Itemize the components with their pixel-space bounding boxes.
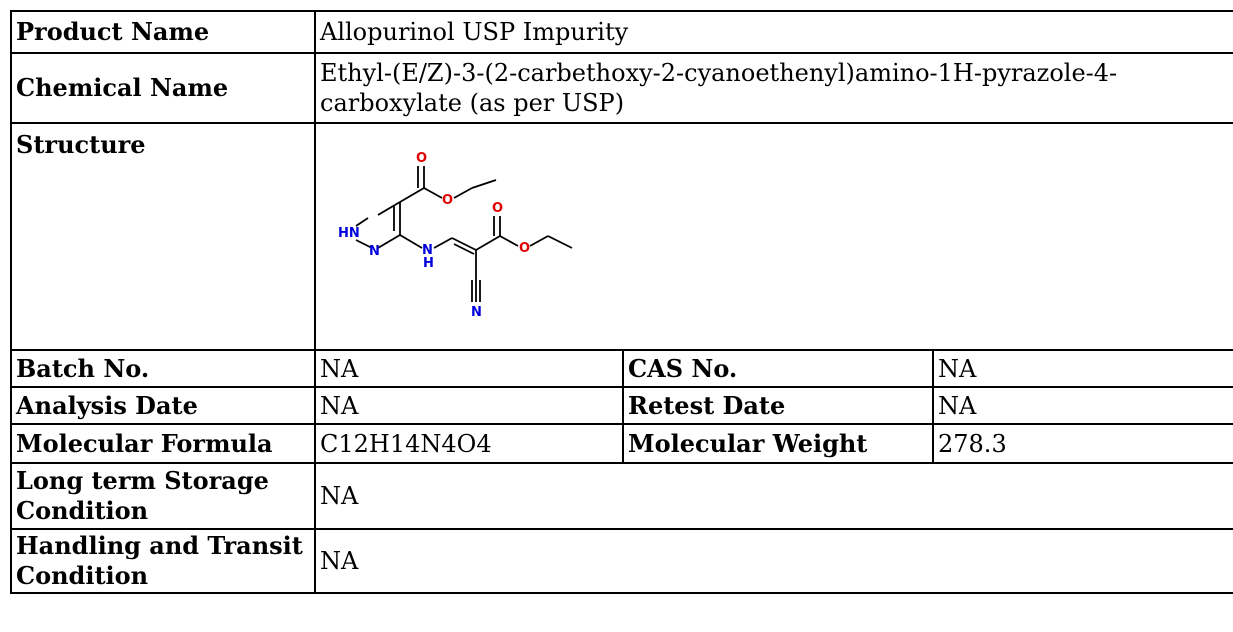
bond (355, 239, 373, 249)
bond (355, 217, 369, 227)
cas-no-label: CAS No. (622, 349, 934, 388)
retest-date-label: Retest Date (622, 386, 934, 425)
chemical-name-label: Chemical Name (10, 52, 316, 124)
bond (377, 201, 401, 216)
bond (451, 237, 477, 251)
bond (433, 237, 453, 249)
atom-label-nitrogen: N (369, 244, 380, 259)
batch-no-value: NA (314, 349, 624, 388)
atom-label-nh: HN (338, 226, 360, 241)
bond (423, 187, 443, 199)
molecular-weight-label: Molecular Weight (622, 423, 934, 464)
bond (399, 234, 423, 249)
molecular-formula-label: Molecular Formula (10, 423, 316, 464)
bond (399, 187, 425, 203)
structure-cell: O O O O HN N N H N (313, 122, 1233, 351)
handling-condition-value: NA (313, 528, 1233, 594)
bond (547, 235, 573, 249)
atom-label-oxygen: O (416, 151, 427, 166)
bond (529, 235, 549, 247)
retest-date-value: NA (931, 386, 1233, 425)
analysis-date-value: NA (314, 386, 624, 425)
row-structure: Structure (10, 122, 1233, 351)
structure-label: Structure (10, 122, 316, 351)
atom-label-nitrogen: N (471, 305, 482, 320)
product-name-label: Product Name (10, 10, 316, 54)
bond (453, 243, 475, 255)
molecular-formula-value: C12H14N4O4 (314, 423, 624, 464)
bond (499, 235, 519, 247)
molecular-weight-value: 278.3 (931, 423, 1233, 464)
cas-no-value: NA (931, 349, 1233, 388)
row-chemical-name: Chemical Name Ethyl-(E/Z)-3-(2-carbethox… (10, 52, 1233, 124)
storage-condition-label: Long term Storage Condition (10, 462, 316, 530)
bond (453, 187, 473, 199)
storage-condition-value: NA (313, 462, 1233, 530)
atom-label-oxygen: O (492, 201, 503, 216)
atom-label-hydrogen: H (423, 256, 434, 271)
atom-label-nitrogen: N (422, 243, 433, 258)
analysis-date-label: Analysis Date (10, 386, 316, 425)
chemical-name-value: Ethyl-(E/Z)-3-(2-carbethoxy-2-cyanoethen… (313, 52, 1233, 124)
row-dates: Analysis Date NA Retest Date NA (10, 386, 1233, 425)
product-spec-table: Product Name Allopurinol USP Impurity Ch… (10, 10, 1233, 594)
row-formula-weight: Molecular Formula C12H14N4O4 Molecular W… (10, 423, 1233, 464)
bond (471, 179, 497, 189)
handling-condition-label: Handling and Transit Condition (10, 528, 316, 594)
bond (475, 235, 501, 251)
product-name-value: Allopurinol USP Impurity (313, 10, 1233, 54)
row-product-name: Product Name Allopurinol USP Impurity (10, 10, 1233, 54)
bond (377, 234, 401, 249)
chemical-structure-diagram: O O O O HN N N H N (338, 151, 573, 320)
atom-label-oxygen: O (442, 193, 453, 208)
batch-no-label: Batch No. (10, 349, 316, 388)
atom-label-oxygen: O (519, 241, 530, 256)
row-handling: Handling and Transit Condition NA (10, 528, 1233, 594)
row-batch-cas: Batch No. NA CAS No. NA (10, 349, 1233, 388)
row-storage: Long term Storage Condition NA (10, 462, 1233, 530)
